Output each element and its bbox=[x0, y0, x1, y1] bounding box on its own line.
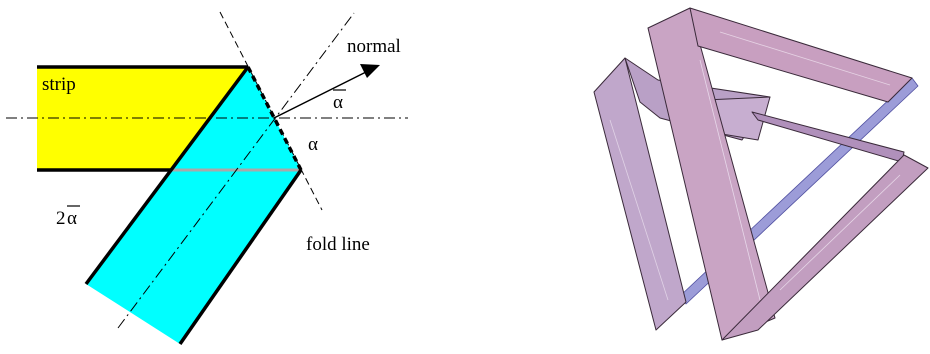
crease-line-4 bbox=[719, 31, 891, 86]
two-alpha-bar-label: 2 α bbox=[56, 205, 80, 229]
normal-arrow-head bbox=[360, 64, 380, 78]
strip-label: strip bbox=[42, 74, 76, 95]
right-lower-band bbox=[721, 154, 929, 341]
two-alpha-bar-symbol: α bbox=[67, 208, 77, 229]
fold-diagram: strip normal α α 2 α fold line bbox=[6, 11, 408, 345]
alpha-label: α bbox=[308, 134, 318, 155]
folded-upper-edge bbox=[84, 65, 250, 286]
folded-region bbox=[86, 67, 301, 344]
folded-centerline bbox=[117, 12, 355, 329]
normal-arrow-shaft bbox=[273, 70, 369, 119]
crease-line-3 bbox=[779, 174, 901, 291]
middle-vertical-band bbox=[647, 7, 776, 341]
crease-line-2 bbox=[609, 119, 669, 301]
normal-label: normal bbox=[347, 36, 401, 57]
alpha-bar-label: α bbox=[333, 89, 346, 113]
top-band bbox=[689, 7, 913, 103]
fold-line-label: fold line bbox=[306, 234, 370, 255]
two-alpha-bar-prefix: 2 bbox=[56, 208, 66, 229]
folded-strip-figure bbox=[593, 7, 929, 341]
alpha-bar-symbol: α bbox=[333, 92, 343, 113]
folded-lower-edge bbox=[178, 169, 303, 345]
crease-line-1 bbox=[699, 59, 761, 301]
fold-line bbox=[219, 11, 323, 211]
left-vertical-band bbox=[593, 57, 687, 331]
